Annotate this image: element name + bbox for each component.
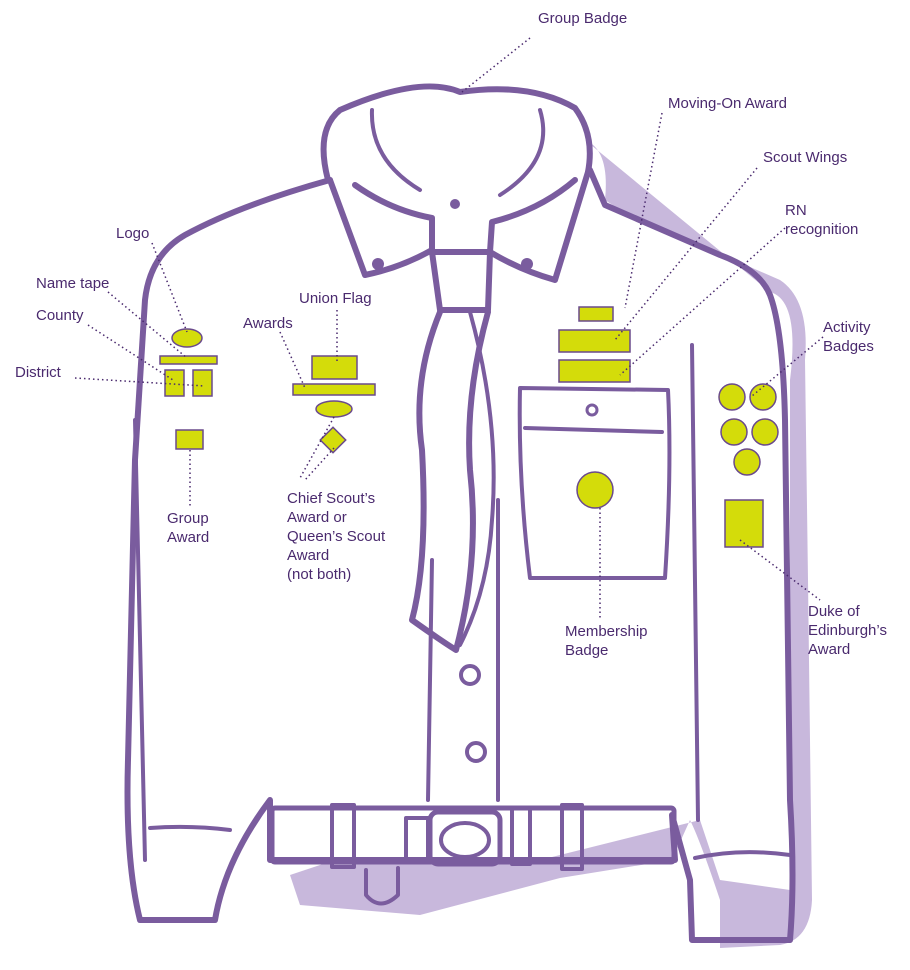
label-rn-recognition: RN recognition — [785, 202, 859, 238]
badges — [159, 306, 779, 548]
label-district: District — [15, 364, 61, 381]
label-moving-on-award: Moving-On Award — [668, 95, 787, 112]
activity-badge-4 — [751, 418, 779, 446]
membership-badge — [576, 471, 614, 509]
label-group-badge: Group Badge — [538, 10, 628, 27]
collar-dots — [372, 199, 533, 270]
label-union-flag: Union Flag — [299, 290, 372, 307]
group-award-badge — [175, 429, 204, 450]
union-flag-badge — [311, 355, 358, 380]
label-scout-wings: Scout Wings — [763, 149, 848, 166]
queens-scout-award-badge — [319, 426, 347, 454]
shirt-outline — [124, 83, 796, 943]
label-membership-badge: Membership Badge — [565, 623, 648, 659]
moving-on-award-badge — [578, 306, 614, 322]
label-logo: Logo — [116, 225, 150, 242]
activity-badge-2 — [749, 383, 777, 411]
label-county: County — [36, 307, 84, 324]
county-badge — [164, 369, 185, 397]
district-badge — [192, 369, 213, 397]
label-chief-scout-award: Chief Scout’s Award or Queen’s Scout Awa… — [287, 490, 386, 583]
label-activity-badges: Activity Badges — [823, 319, 874, 355]
name-tape-badge — [159, 355, 218, 365]
chief-scout-award-badge — [315, 400, 353, 418]
logo-badge — [171, 328, 203, 348]
activity-badge-5 — [733, 448, 761, 476]
label-name-tape: Name tape — [36, 275, 110, 292]
label-duke-of-edinburgh-award: Duke of Edinburgh’s Award — [808, 603, 887, 658]
leader-lines — [74, 37, 824, 620]
label-group-award: Group Award — [167, 510, 210, 546]
label-awards: Awards — [243, 315, 293, 332]
activity-badge-3 — [720, 418, 748, 446]
scout-wings-badge — [558, 329, 631, 353]
rn-recognition-badge — [558, 359, 631, 383]
duke-of-edinburgh-award-badge — [724, 499, 764, 548]
activity-badge-1 — [718, 383, 746, 411]
awards-strip — [292, 383, 376, 396]
